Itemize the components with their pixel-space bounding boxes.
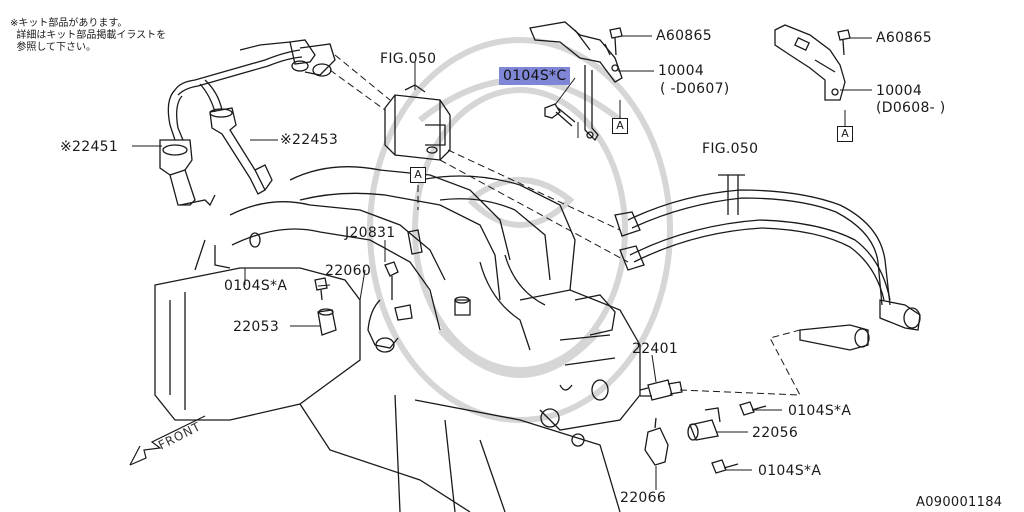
kit-note-line-2: 詳細はキット部品掲載イラストを (10, 30, 167, 41)
label-10004-2-range: (D0608- ) (876, 100, 946, 116)
ref-box-a-bracket-1: A (612, 118, 628, 134)
leader-lines (132, 35, 872, 490)
plug-wires-right (614, 174, 921, 351)
label-a60865-1[interactable]: A60865 (656, 28, 712, 44)
ref-box-a-coil: A (410, 167, 426, 183)
label-22053[interactable]: 22053 (233, 319, 280, 335)
label-0104s-a-right-1[interactable]: 0104S*A (788, 403, 852, 419)
bolts (314, 27, 851, 474)
label-0104s-c-highlighted[interactable]: 0104S*C (499, 67, 571, 85)
sensor-22066 (644, 417, 669, 466)
ref-box-a-bracket-2: A (837, 126, 853, 142)
label-10004-1[interactable]: 10004 (658, 63, 705, 79)
plug-boot-22451 (159, 139, 216, 207)
label-fig050-right[interactable]: FIG.050 (702, 141, 759, 157)
label-22060[interactable]: 22060 (325, 263, 372, 279)
label-22401[interactable]: 22401 (632, 341, 679, 357)
coil-22453 (209, 107, 273, 195)
label-22066[interactable]: 22066 (620, 490, 667, 506)
plug-wires-left (167, 39, 336, 141)
label-j20831[interactable]: J20831 (345, 225, 396, 241)
kit-note-line-1: ※キット部品があります。 (10, 18, 128, 29)
label-0104s-a-left[interactable]: 0104S*A (224, 278, 288, 294)
label-fig050-top[interactable]: FIG.050 (380, 51, 437, 67)
bracket-10004-b (774, 24, 846, 101)
label-10004-2[interactable]: 10004 (876, 83, 923, 99)
engine-block (154, 267, 641, 512)
intake-manifold (194, 166, 616, 351)
sensor-22056 (687, 407, 721, 441)
label-a60865-2[interactable]: A60865 (876, 30, 932, 46)
label-10004-1-range: ( -D0607) (660, 81, 730, 97)
label-0104s-a-right-2[interactable]: 0104S*A (758, 463, 822, 479)
bracket-10004-a (529, 21, 623, 142)
spark-plug-22401 (639, 379, 683, 401)
ignition-coil (384, 84, 451, 161)
label-22056[interactable]: 22056 (752, 425, 799, 441)
label-22453[interactable]: ※22453 (280, 132, 339, 148)
sensors-left (317, 229, 423, 353)
label-22451[interactable]: ※22451 (60, 139, 119, 155)
diagram-id: A090001184 (916, 495, 1003, 510)
dashed-lines (329, 54, 801, 396)
kit-note-line-3: 参照して下さい。 (10, 42, 97, 53)
front-arrow (129, 415, 206, 466)
